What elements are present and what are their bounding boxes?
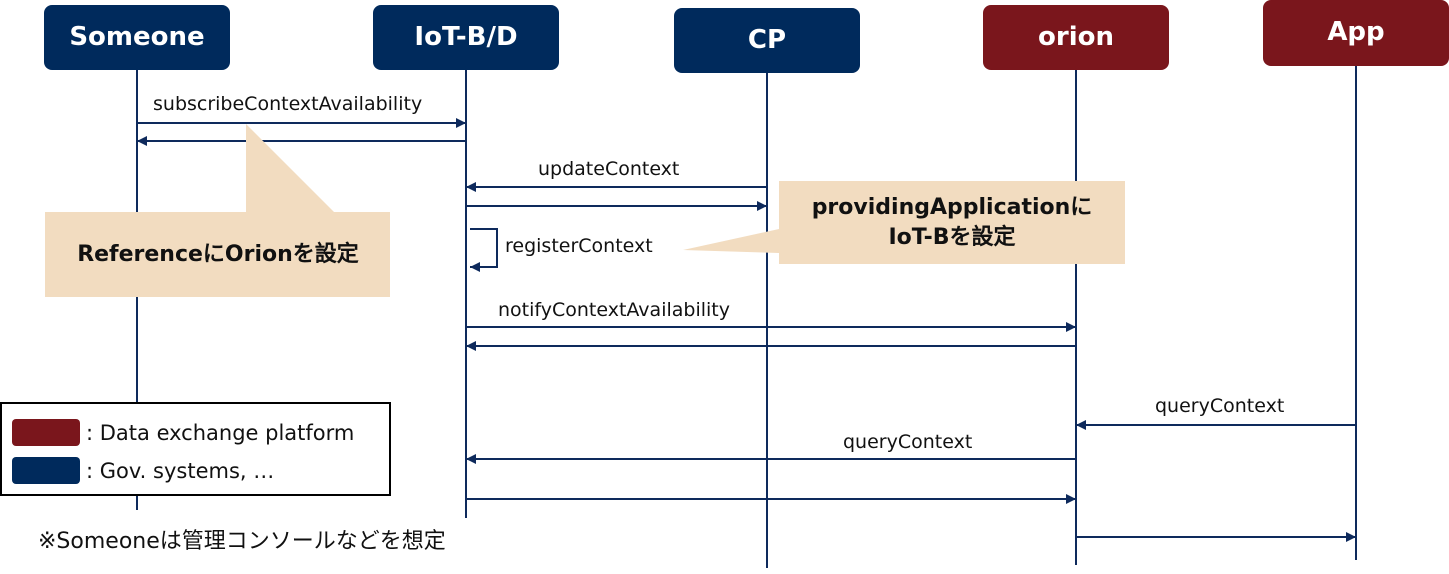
note-providing-box bbox=[779, 181, 1125, 264]
actor-label-orion: orion bbox=[1038, 22, 1114, 52]
actor-label-cp: CP bbox=[748, 25, 786, 55]
message-label: queryContext bbox=[1155, 395, 1284, 417]
message-label: queryContext bbox=[843, 431, 972, 453]
actor-cp: CP bbox=[674, 8, 860, 73]
actor-box-someone bbox=[44, 5, 230, 70]
messages: subscribeContextAvailability updateConte… bbox=[137, 93, 1356, 542]
actor-app: App bbox=[1263, 0, 1449, 66]
actor-box-cp bbox=[674, 8, 860, 73]
lifelines bbox=[136, 66, 1357, 568]
legend: : Data exchange platform : Gov. systems,… bbox=[0, 402, 391, 496]
note-providing: providingApplicationに IoT-Bを設定 bbox=[683, 181, 1125, 264]
note-reference-box bbox=[45, 212, 390, 297]
actor-orion: orion bbox=[983, 5, 1169, 70]
message-label: notifyContextAvailability bbox=[498, 299, 730, 321]
message-label: subscribeContextAvailability bbox=[153, 93, 422, 115]
note-reference-pointer bbox=[246, 124, 334, 212]
actor-label-app: App bbox=[1327, 17, 1384, 47]
actor-label-someone: Someone bbox=[69, 22, 204, 52]
actor-label-iotbd: IoT-B/D bbox=[414, 22, 517, 52]
note-reference: ReferenceにOrionを設定 bbox=[45, 124, 390, 297]
legend-label-gov: : Gov. systems, … bbox=[86, 459, 274, 483]
note-reference-text: ReferenceにOrionを設定 bbox=[77, 241, 359, 267]
actor-someone: Someone bbox=[44, 5, 230, 70]
note-providing-text-line2: IoT-Bを設定 bbox=[889, 224, 1016, 250]
self-message-arrow bbox=[470, 228, 498, 272]
message-label: registerContext bbox=[505, 235, 653, 257]
actor-box-orion bbox=[983, 5, 1169, 70]
legend-label-platform: : Data exchange platform bbox=[86, 421, 354, 445]
note-providing-text-line1: providingApplicationに bbox=[812, 195, 1093, 220]
actor-box-iotbd bbox=[373, 5, 559, 70]
footnote: ※Someoneは管理コンソールなどを想定 bbox=[38, 529, 446, 554]
actor-box-app bbox=[1263, 0, 1449, 66]
legend-swatch-maroon bbox=[12, 419, 80, 446]
message-label: updateContext bbox=[538, 158, 679, 180]
actor-iotbd: IoT-B/D bbox=[373, 5, 559, 70]
legend-swatch-navy bbox=[12, 457, 80, 484]
note-providing-pointer bbox=[683, 229, 779, 253]
